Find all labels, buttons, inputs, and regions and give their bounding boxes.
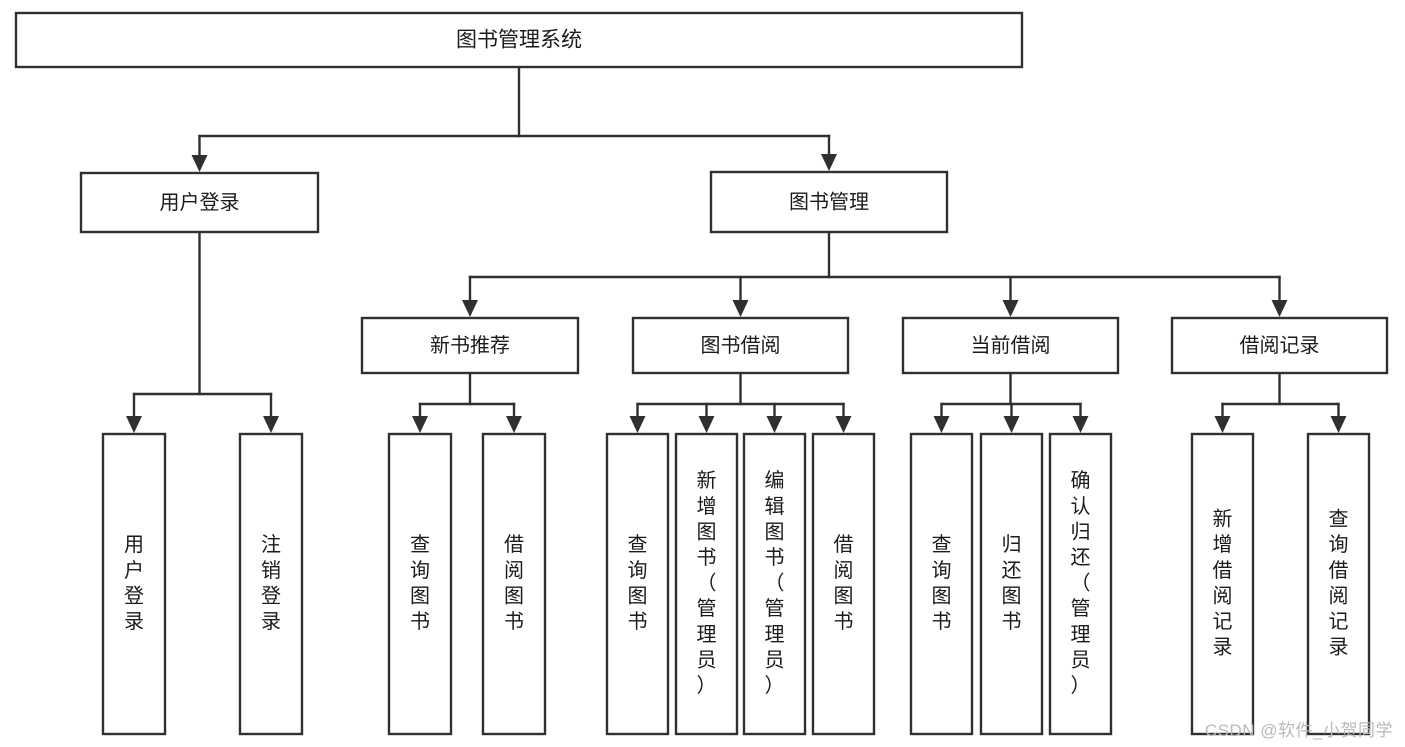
arrow-head-icon	[263, 416, 279, 433]
node-book-management-box[interactable]	[709, 170, 949, 234]
leaf-user-login-label: 用户登录	[124, 534, 144, 633]
arrow-head-icon	[1271, 300, 1288, 317]
arrow-head-icon	[1072, 416, 1089, 433]
leaf-query-book-current[interactable]: 查询图书	[909, 432, 974, 736]
arrow-head-icon	[732, 300, 749, 317]
node-root-box[interactable]	[14, 11, 1024, 69]
node-user-login[interactable]: 用户登录	[79, 171, 320, 234]
leaf-borrow-book-label: 借阅图书	[834, 533, 854, 633]
leaf-add-book-admin[interactable]: 新增图书（管理员）	[674, 432, 739, 736]
node-borrow-record[interactable]: 借阅记录	[1170, 316, 1389, 375]
connectors-layer	[126, 65, 1347, 433]
leaf-add-book-admin-box[interactable]	[674, 432, 739, 736]
node-book-borrow-box[interactable]	[631, 316, 850, 375]
leaf-add-borrow-record[interactable]: 新增借阅记录	[1190, 432, 1255, 736]
node-user-login-label: 用户登录	[160, 191, 240, 214]
node-borrow-record-box[interactable]	[1170, 316, 1389, 375]
connector-book-to-level3	[462, 230, 1288, 317]
leaf-borrow-book-recommend[interactable]: 借阅图书	[481, 432, 547, 736]
leaf-logout[interactable]: 注销登录	[238, 432, 304, 736]
leaf-borrow-book-box[interactable]	[811, 432, 876, 736]
leaf-borrow-book-recommend-box[interactable]	[481, 432, 547, 736]
leaf-edit-book-admin-label: 编辑图书（管理员）	[765, 469, 785, 697]
arrow-head-icon	[1330, 416, 1347, 433]
arrow-head-icon	[1002, 300, 1019, 317]
connector-current-to-leaves	[933, 371, 1089, 433]
node-new-book-recommend-label: 新书推荐	[430, 334, 510, 357]
arrow-head-icon	[462, 300, 478, 317]
leaf-return-book[interactable]: 归还图书	[979, 432, 1044, 736]
leaf-add-borrow-record-box[interactable]	[1190, 432, 1255, 736]
node-new-book-recommend[interactable]: 新书推荐	[360, 316, 580, 375]
leaf-query-book[interactable]: 查询图书	[605, 432, 670, 736]
node-book-borrow-label: 图书借阅	[701, 334, 781, 357]
leaf-confirm-return-admin-box[interactable]	[1048, 432, 1113, 736]
leaf-query-book-label: 查询图书	[628, 533, 648, 633]
arrow-head-icon	[821, 154, 837, 171]
node-book-management-label: 图书管理	[789, 190, 869, 213]
arrow-head-icon	[1214, 416, 1231, 433]
arrow-head-icon	[698, 416, 715, 433]
leaf-query-book-current-box[interactable]	[909, 432, 974, 736]
leaf-query-borrow-record[interactable]: 查询借阅记录	[1306, 432, 1371, 736]
leaf-query-borrow-record-box[interactable]	[1306, 432, 1371, 736]
arrow-head-icon	[191, 155, 208, 172]
node-borrow-record-label: 借阅记录	[1240, 334, 1320, 357]
node-new-book-recommend-box[interactable]	[360, 316, 580, 375]
arrow-head-icon	[629, 416, 646, 433]
node-root[interactable]: 图书管理系统	[14, 11, 1024, 69]
node-user-login-box[interactable]	[79, 171, 320, 234]
leaf-query-book-current-label: 查询图书	[932, 533, 952, 633]
leaf-return-book-label: 归还图书	[1002, 533, 1022, 633]
leaf-query-book-recommend-box[interactable]	[387, 432, 453, 736]
node-current-borrow[interactable]: 当前借阅	[901, 316, 1120, 375]
connector-borrow-to-leaves	[629, 371, 852, 433]
arrow-head-icon	[1003, 416, 1020, 433]
leaf-user-login[interactable]: 用户登录	[101, 432, 167, 736]
arrow-head-icon	[835, 416, 852, 433]
leaf-add-book-admin-label: 新增图书（管理员）	[697, 469, 717, 697]
arrow-head-icon	[126, 416, 142, 433]
arrow-head-icon	[933, 416, 950, 433]
connector-record-to-leaves	[1214, 371, 1347, 433]
leaf-logout-box[interactable]	[238, 432, 304, 736]
node-current-borrow-label: 当前借阅	[971, 334, 1051, 357]
leaf-return-book-box[interactable]	[979, 432, 1044, 736]
arrow-head-icon	[506, 416, 522, 433]
leaf-borrow-book-recommend-label: 借阅图书	[504, 533, 524, 633]
leaf-add-borrow-record-label: 新增借阅记录	[1213, 508, 1233, 659]
nodes-layer: 图书管理系统用户登录图书管理新书推荐图书借阅当前借阅借阅记录用户登录注销登录查询…	[14, 11, 1389, 736]
leaf-confirm-return-admin-label: 确认归还（管理员）	[1071, 469, 1091, 697]
leaf-confirm-return-admin[interactable]: 确认归还（管理员）	[1048, 432, 1113, 736]
node-book-borrow[interactable]: 图书借阅	[631, 316, 850, 375]
connector-user-to-leaves	[126, 230, 279, 433]
leaf-edit-book-admin-box[interactable]	[742, 432, 807, 736]
leaf-edit-book-admin[interactable]: 编辑图书（管理员）	[742, 432, 807, 736]
leaf-user-login-box[interactable]	[101, 432, 167, 736]
node-book-management[interactable]: 图书管理	[709, 170, 949, 234]
leaf-logout-label: 注销登录	[261, 533, 281, 633]
leaf-query-book-recommend-label: 查询图书	[410, 533, 430, 633]
connector-root-to-level2	[191, 65, 837, 172]
arrow-head-icon	[412, 416, 428, 433]
arrow-head-icon	[766, 416, 783, 433]
node-current-borrow-box[interactable]	[901, 316, 1120, 375]
leaf-query-borrow-record-label: 查询借阅记录	[1329, 508, 1349, 659]
node-root-label: 图书管理系统	[456, 29, 582, 52]
connector-new-to-leaves	[412, 371, 522, 433]
leaf-borrow-book[interactable]: 借阅图书	[811, 432, 876, 736]
leaf-query-book-box[interactable]	[605, 432, 670, 736]
leaf-query-book-recommend[interactable]: 查询图书	[387, 432, 453, 736]
